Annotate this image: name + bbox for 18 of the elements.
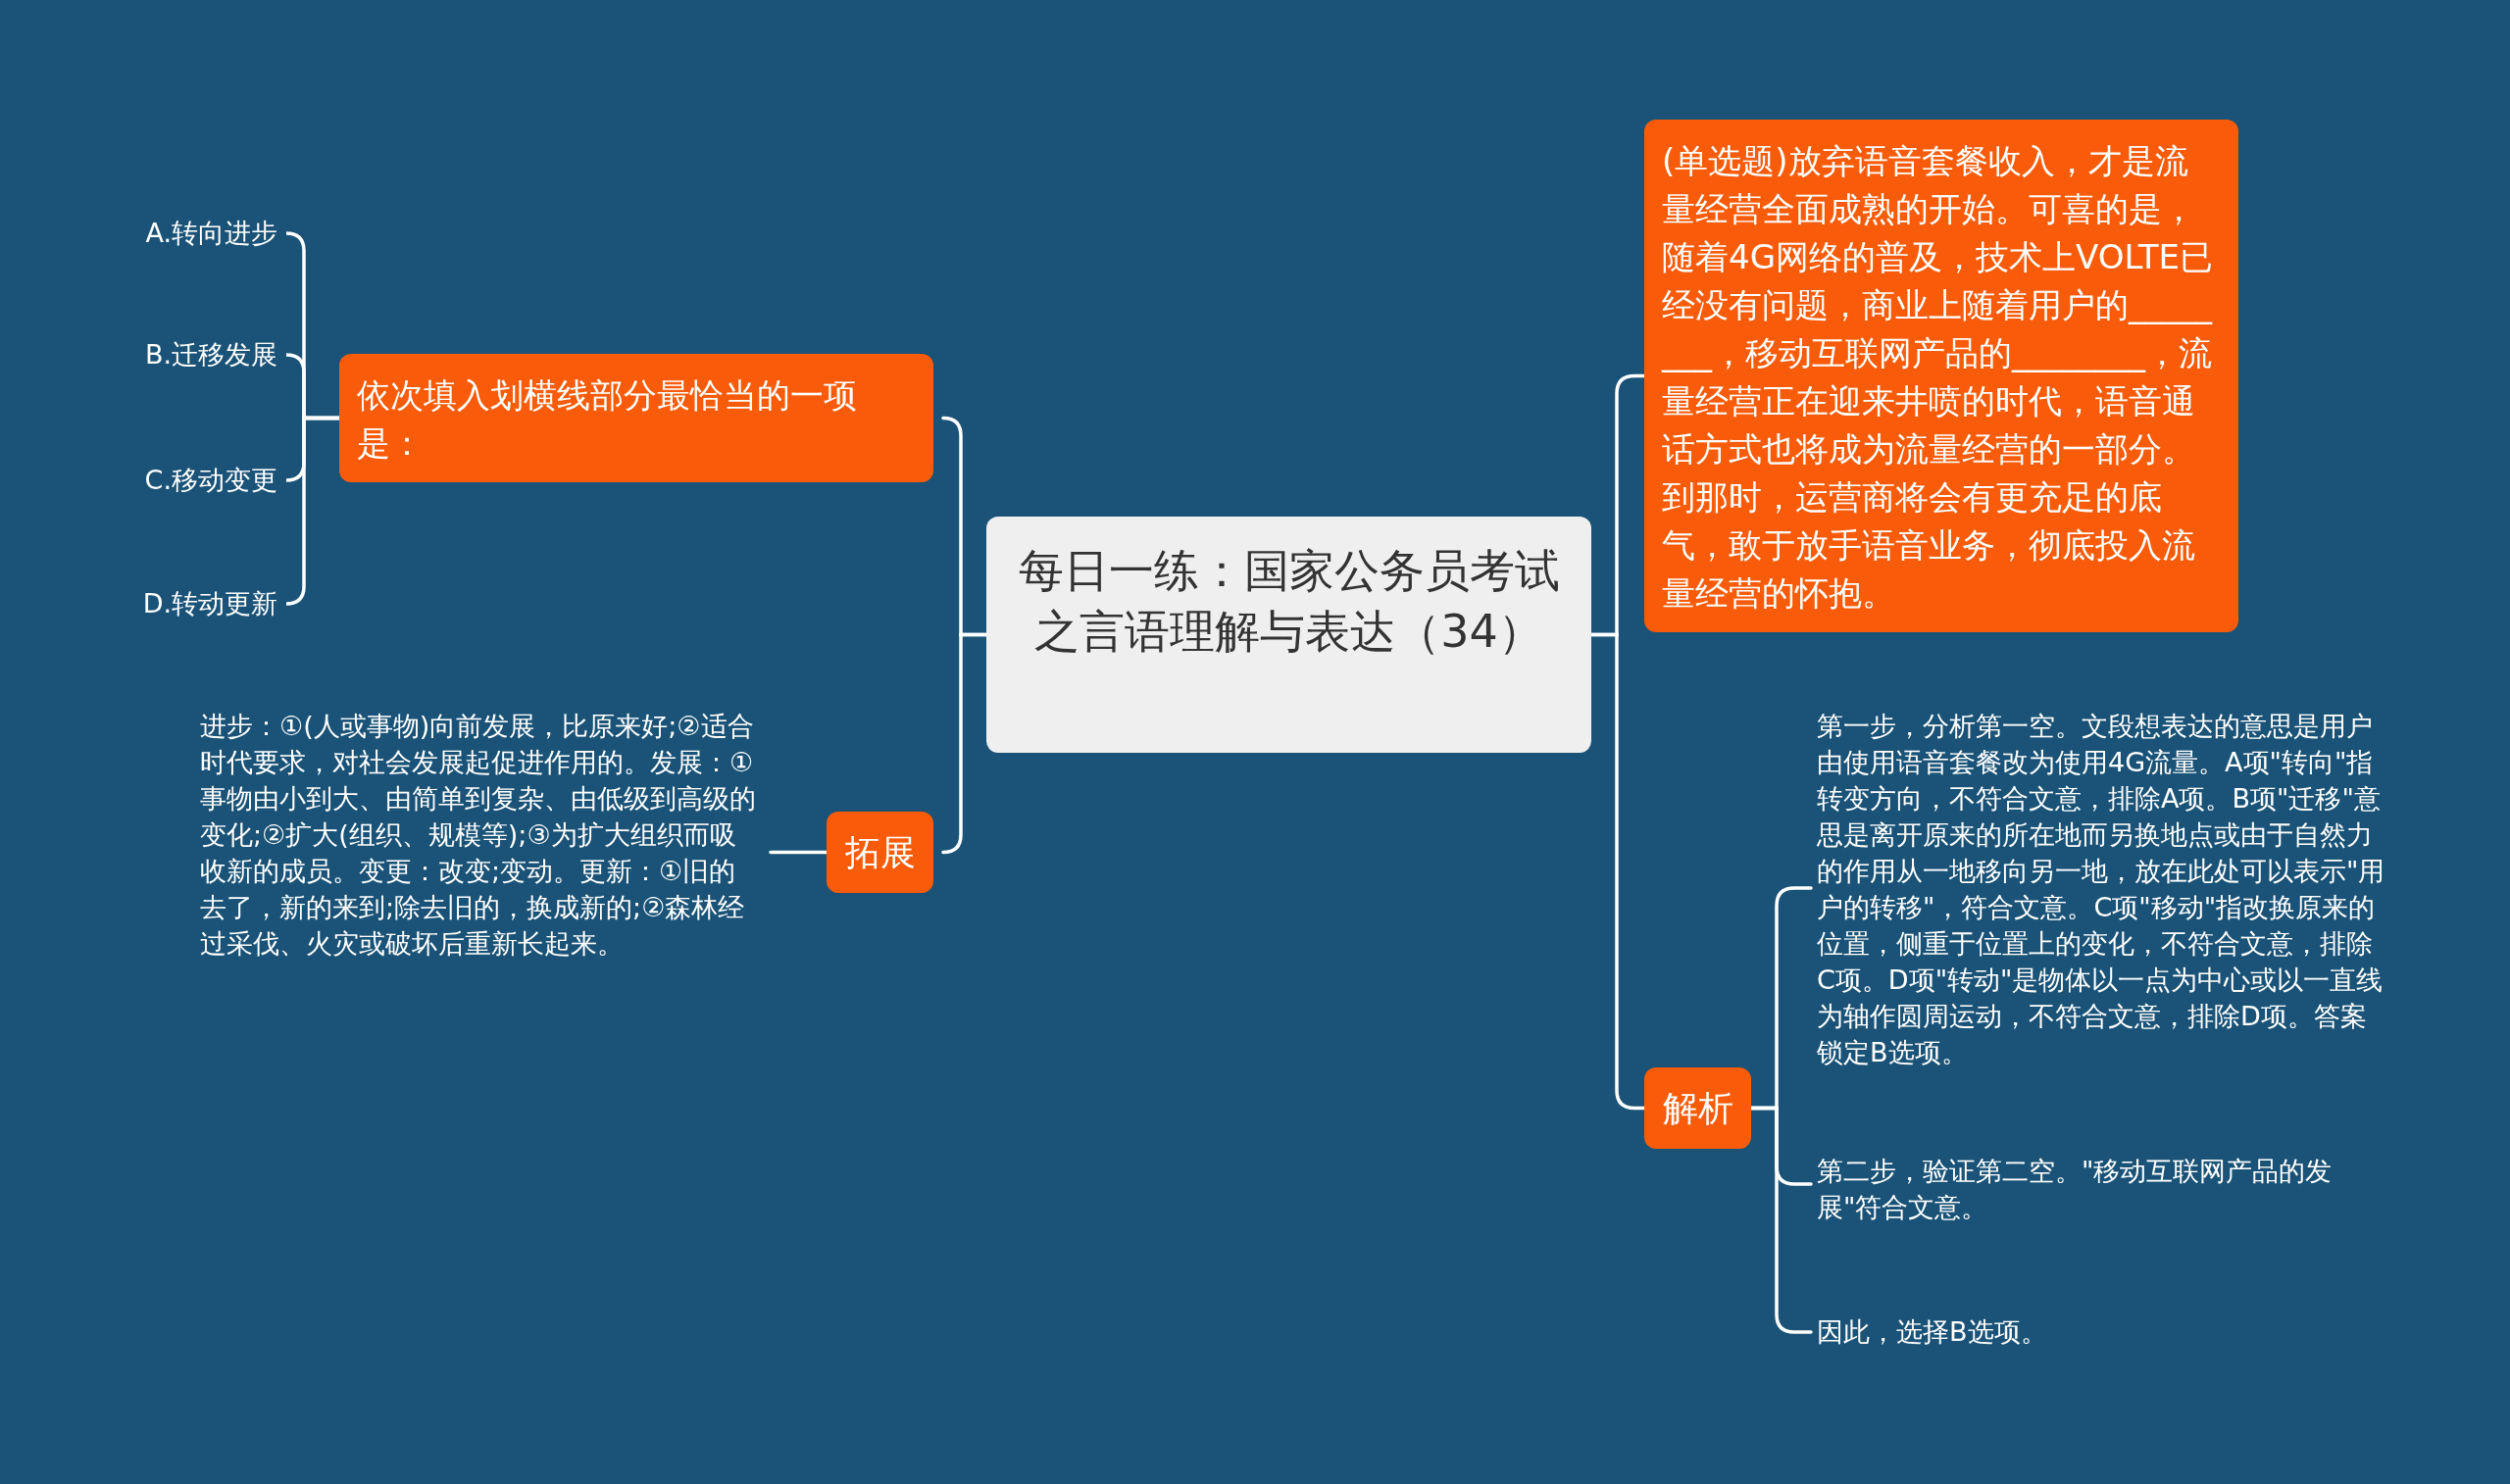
connector-line bbox=[941, 632, 988, 855]
explanation-text: 进步：①(人或事物)向前发展，比原来好;②适合时代要求，对社会发展起促进作用的。发展：①事物由小到大、由简单到复杂、由低级到高级的变化;②扩大(组织、规模等);③为扩大组织而吸收新的成员。变更：改变;变动。更新：①旧的去了，新的来到;除去旧的，换成新的;②森林经过采伐、火灾或破坏后重新长起来。 bbox=[200, 708, 761, 962]
option-text: C.移动变更 bbox=[118, 463, 277, 498]
explanation-text: 第二步，验证第二空。"移动互联网产品的发展"符合文意。 bbox=[1817, 1153, 2385, 1225]
option-text: A.转向进步 bbox=[118, 216, 277, 251]
connector-line bbox=[1749, 1106, 1813, 1334]
explanation-text: 第一步，分析第一空。文段想表达的意思是用户由使用语音套餐改为使用4G流量。A项"转向"指转变方向，不符合文意，排除A项。B项"迁移"意思是离开原来的所在地而另换地点或由于自然力的作用从一地移向另一地，放在此处可以表示"用户的转移"，符合文意。C项"移动"指改换原来的位置，侧重于位置上的变化，不符合文意，排除C项。D项"转动"是物体以一点为中心或以一直线为轴作圆周运动，不符合文意，排除D项。答案锁定B选项。 bbox=[1817, 708, 2385, 1070]
explanation-text: 因此，选择B选项。 bbox=[1817, 1313, 2385, 1350]
connector-line bbox=[1589, 632, 1646, 1111]
question-box: (单选题)放弃语音套餐收入，才是流量经营全面成熟的开始。可喜的是，随着4G网络的普及，技术上VOLTE已经没有问题，商业上随着用户的________，移动互联网产品的________，流量经营正在迎来井喷的时代，语音通话方式也将成为流量经营的一部分。到那时，运营商将会有更充足的底气，敢于放手语音业务，彻底投入流量经营的怀抱。 bbox=[1644, 120, 2238, 632]
option-text: B.迁移发展 bbox=[118, 337, 277, 372]
branch-box: 解析 bbox=[1644, 1067, 1751, 1149]
central-topic-box: 每日一练：国家公务员考试之言语理解与表达（34） bbox=[986, 517, 1591, 753]
question-box: 依次填入划横线部分最恰当的一项是： bbox=[339, 354, 933, 482]
branch-box: 拓展 bbox=[827, 812, 933, 893]
connector-line bbox=[284, 416, 341, 606]
connector-line bbox=[769, 850, 828, 855]
option-text: D.转动更新 bbox=[118, 586, 277, 621]
